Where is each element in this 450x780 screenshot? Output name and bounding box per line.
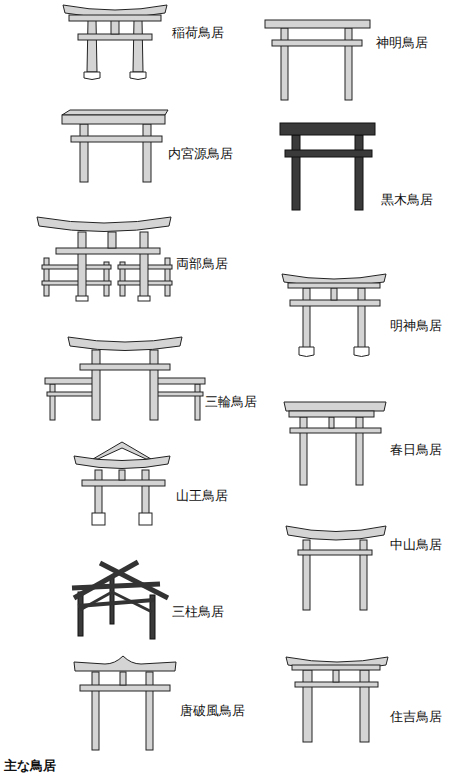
- miwa-torii: [45, 337, 205, 420]
- torii-name: 山王鳥居: [176, 488, 228, 504]
- sumiyoshi-torii: [286, 657, 388, 742]
- kuroki-torii: [280, 123, 375, 210]
- torii-name: 春日鳥居: [390, 442, 442, 458]
- myojin-torii: [282, 274, 386, 357]
- torii-name: 黒木鳥居: [381, 192, 433, 208]
- inari-torii: [63, 5, 167, 80]
- naikugen-torii: [62, 110, 168, 182]
- torii-name: 明神鳥居: [390, 318, 442, 334]
- shinmei-torii: [265, 20, 370, 100]
- torii-name: 神明鳥居: [376, 35, 428, 51]
- torii-name: 内宮源鳥居: [168, 146, 233, 162]
- torii-name: 三柱鳥居: [172, 604, 224, 620]
- sanno-torii: [74, 442, 170, 525]
- torii-name: 両部鳥居: [176, 256, 228, 272]
- mihashira-torii: [72, 562, 168, 639]
- ryobu-torii: [37, 217, 172, 301]
- karahafu-torii: [74, 656, 176, 750]
- torii-name: 唐破風鳥居: [180, 703, 245, 719]
- torii-name: 稲荷鳥居: [172, 25, 224, 41]
- torii-name: 三輪鳥居: [205, 394, 257, 410]
- torii-name: 住吉鳥居: [390, 709, 442, 725]
- torii-name: 中山鳥居: [390, 537, 442, 553]
- kasuga-torii: [284, 402, 386, 485]
- figure-caption: 主な鳥居: [4, 758, 56, 774]
- nakayama-torii: [286, 526, 386, 610]
